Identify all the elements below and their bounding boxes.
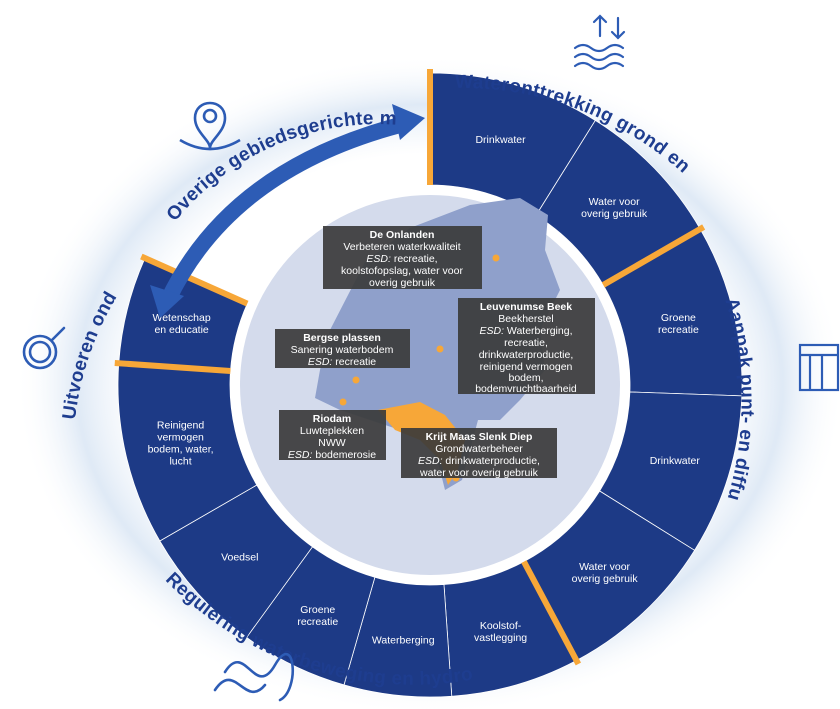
group-divider	[114, 359, 231, 375]
esd-text: recreatie,	[391, 253, 438, 265]
esd-text: drinkwaterproductie,	[479, 349, 574, 361]
ring-segment-label: Water voor	[589, 196, 640, 208]
esd-text: recreatie,	[504, 337, 548, 349]
esd-prefix: ESD:	[288, 449, 313, 461]
location-title: Leuvenumse Beek	[480, 301, 572, 313]
location-box-de-onlanden: De Onlanden Verbeteren waterkwaliteit ES…	[323, 226, 482, 289]
location-title: Krijt Maas Slenk Diep	[426, 431, 533, 443]
marker-leuvenumse-beek	[436, 345, 444, 353]
ring-segment-label: Water voor	[579, 561, 630, 573]
ring-segment-label: recreatie	[297, 616, 338, 628]
esd-text: koolstofopslag, water voor	[341, 265, 463, 277]
ring-segment-label: Koolstof-	[480, 620, 522, 632]
esd-prefix: ESD:	[480, 325, 505, 337]
ring-segment-label: recreatie	[658, 324, 699, 336]
location-desc: Verbeteren waterkwaliteit	[343, 241, 460, 253]
svg-text:ESD: recreatie: ESD: recreatie	[308, 356, 376, 368]
double-arrow	[150, 104, 425, 318]
ring-segment-label: vermogen	[157, 432, 204, 444]
location-title: Bergse plassen	[303, 332, 381, 344]
location-pin-icon	[179, 101, 241, 151]
ring-segment-label: vastlegging	[474, 632, 527, 644]
esd-text: overig gebruik	[369, 277, 436, 289]
ring-segment-label: en educatie	[154, 324, 208, 336]
water-flow-icon	[573, 14, 626, 71]
location-desc: Sanering waterbodem	[291, 344, 394, 356]
svg-text:ESD: Waterberging,: ESD: Waterberging,	[480, 325, 573, 337]
esd-prefix: ESD:	[366, 253, 391, 265]
ring-segment-label: Wetenschap	[153, 312, 211, 324]
esd-text: recreatie	[332, 356, 376, 368]
location-desc: Luwteplekken	[300, 425, 364, 437]
esd-text: Waterberging,	[504, 325, 572, 337]
ring-segment-label: Groene	[300, 604, 335, 616]
marker-bergse-plassen	[352, 376, 360, 384]
esd-text: bodem,	[508, 372, 543, 384]
group-divider	[140, 253, 249, 307]
esd-text: reinigend vermogen	[480, 361, 573, 373]
ring-segment-label: Waterberging	[372, 635, 435, 647]
svg-text:ESD: bodemerosie: ESD: bodemerosie	[288, 449, 376, 461]
magnifier-icon	[22, 326, 66, 370]
ring-segment-label: lucht	[169, 456, 191, 468]
location-title: Riodam	[313, 413, 352, 425]
location-desc: Grondwaterbeheer	[435, 443, 523, 455]
location-desc: NWW	[318, 437, 345, 449]
esd-text: bodemvruchtbaarheid	[475, 383, 577, 395]
ring-segment-label: bodem, water,	[148, 444, 214, 456]
ring-segment-label: Groene	[661, 312, 696, 324]
ring-segment-label: Reinigend	[157, 420, 204, 432]
esd-prefix: ESD:	[418, 455, 443, 467]
marker-riodam	[339, 398, 347, 406]
ring-segment-label: Voedsel	[221, 551, 258, 563]
marker-de-onlanden	[492, 254, 500, 262]
location-title: De Onlanden	[370, 229, 435, 241]
group-divider	[521, 560, 582, 666]
esd-text: drinkwaterproductie,	[443, 455, 540, 467]
location-box-bergse-plassen: Bergse plassen Sanering waterbodem ESD: …	[275, 329, 410, 368]
location-box-riodam: Riodam Luwteplekken NWW ESD: bodemerosie	[279, 410, 386, 461]
ring-segment-label: overig gebruik	[581, 208, 648, 220]
esd-text: water voor overig gebruik	[419, 467, 539, 479]
ring-segment-label: overig gebruik	[572, 573, 639, 585]
esd-text: bodemerosie	[312, 449, 376, 461]
factory-pipe-icon	[798, 343, 840, 392]
location-box-krijt-maas: Krijt Maas Slenk Diep Grondwaterbeheer E…	[401, 428, 557, 479]
ring-segment-label: Drinkwater	[650, 455, 701, 467]
svg-text:ESD: recreatie,: ESD: recreatie,	[366, 253, 437, 265]
ring-segment-label: Drinkwater	[475, 134, 526, 146]
group-divider	[601, 224, 706, 288]
location-desc: Beekherstel	[498, 313, 553, 325]
svg-text:ESD: drinkwaterproductie,: ESD: drinkwaterproductie,	[418, 455, 540, 467]
location-box-leuvenumse-beek: Leuvenumse Beek Beekherstel ESD: Waterbe…	[458, 298, 595, 395]
wave-icon	[213, 652, 295, 702]
esd-prefix: ESD:	[308, 356, 333, 368]
